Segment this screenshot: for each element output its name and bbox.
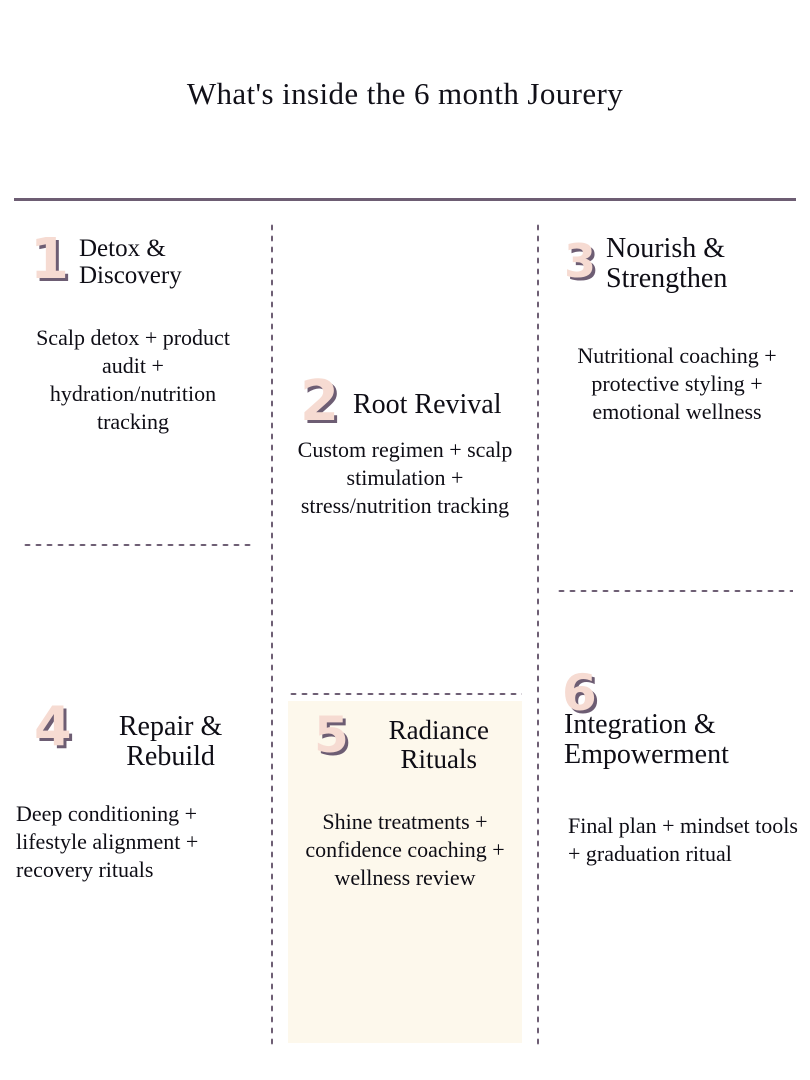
step-card-2: 2 Root Revival Custom regimen + scalp st… — [276, 369, 534, 520]
step-card-4-header: 4 Repair & Rebuild — [0, 695, 266, 772]
step-title-3: Nourish & Strengthen — [606, 233, 728, 294]
horizontal-dotted-divider-column-1 — [22, 543, 252, 547]
horizontal-dotted-divider-column-2 — [288, 692, 522, 696]
step-card-1-header: 1 Detox & Discovery — [0, 232, 266, 290]
vertical-dotted-divider-left — [270, 222, 274, 1046]
step-number-4: 4 — [34, 695, 72, 758]
step-card-2-header: 2 Root Revival — [276, 369, 534, 434]
step-body-2: Custom regimen + scalp stimulation + str… — [297, 436, 513, 518]
step-title-6: Integration & Empowerment — [564, 709, 729, 770]
step-card-5: 5 Radiance Rituals Shine treatments + co… — [288, 710, 522, 892]
page-title: What's inside the 6 month Jourery — [186, 76, 624, 111]
step-title-2: Root Revival — [352, 389, 502, 420]
step-card-1: 1 Detox & Discovery Scalp detox + produc… — [0, 232, 266, 436]
horizontal-dotted-divider-column-3 — [556, 589, 793, 593]
step-card-4: 4 Repair & Rebuild Deep conditioning + l… — [0, 695, 266, 884]
step-body-1: Scalp detox + product audit + hydration/… — [36, 324, 230, 434]
highlight-panel-step-5 — [288, 701, 522, 1043]
step-title-5: Radiance Rituals — [388, 715, 490, 774]
step-body-3: Nutritional coaching + protective stylin… — [577, 342, 777, 425]
step-card-3-header: 3 Nourish & Strengthen — [546, 234, 808, 294]
step-number-1: 1 — [30, 227, 69, 292]
step-number-2: 2 — [300, 369, 339, 434]
step-number-3: 3 — [564, 234, 597, 288]
step-body-5: Shine treatments + confidence coaching +… — [305, 808, 505, 891]
step-card-5-header: 5 Radiance Rituals — [288, 710, 522, 774]
step-body-6: Final plan + mindset tools + graduation … — [568, 812, 798, 867]
header-divider-rule — [14, 198, 796, 201]
step-body-4: Deep conditioning + lifestyle alignment … — [16, 800, 199, 883]
vertical-dotted-divider-right — [536, 222, 540, 1046]
step-card-6-header: 6 Integration & Empowerment — [546, 664, 810, 770]
step-card-3: 3 Nourish & Strengthen Nutritional coach… — [546, 234, 808, 426]
step-number-6: 6 — [562, 664, 597, 722]
step-title-4: Repair & Rebuild — [118, 711, 223, 772]
step-title-1: Detox & Discovery — [78, 235, 182, 289]
step-card-6: 6 Integration & Empowerment Final plan +… — [546, 664, 810, 868]
step-number-5: 5 — [314, 706, 349, 764]
